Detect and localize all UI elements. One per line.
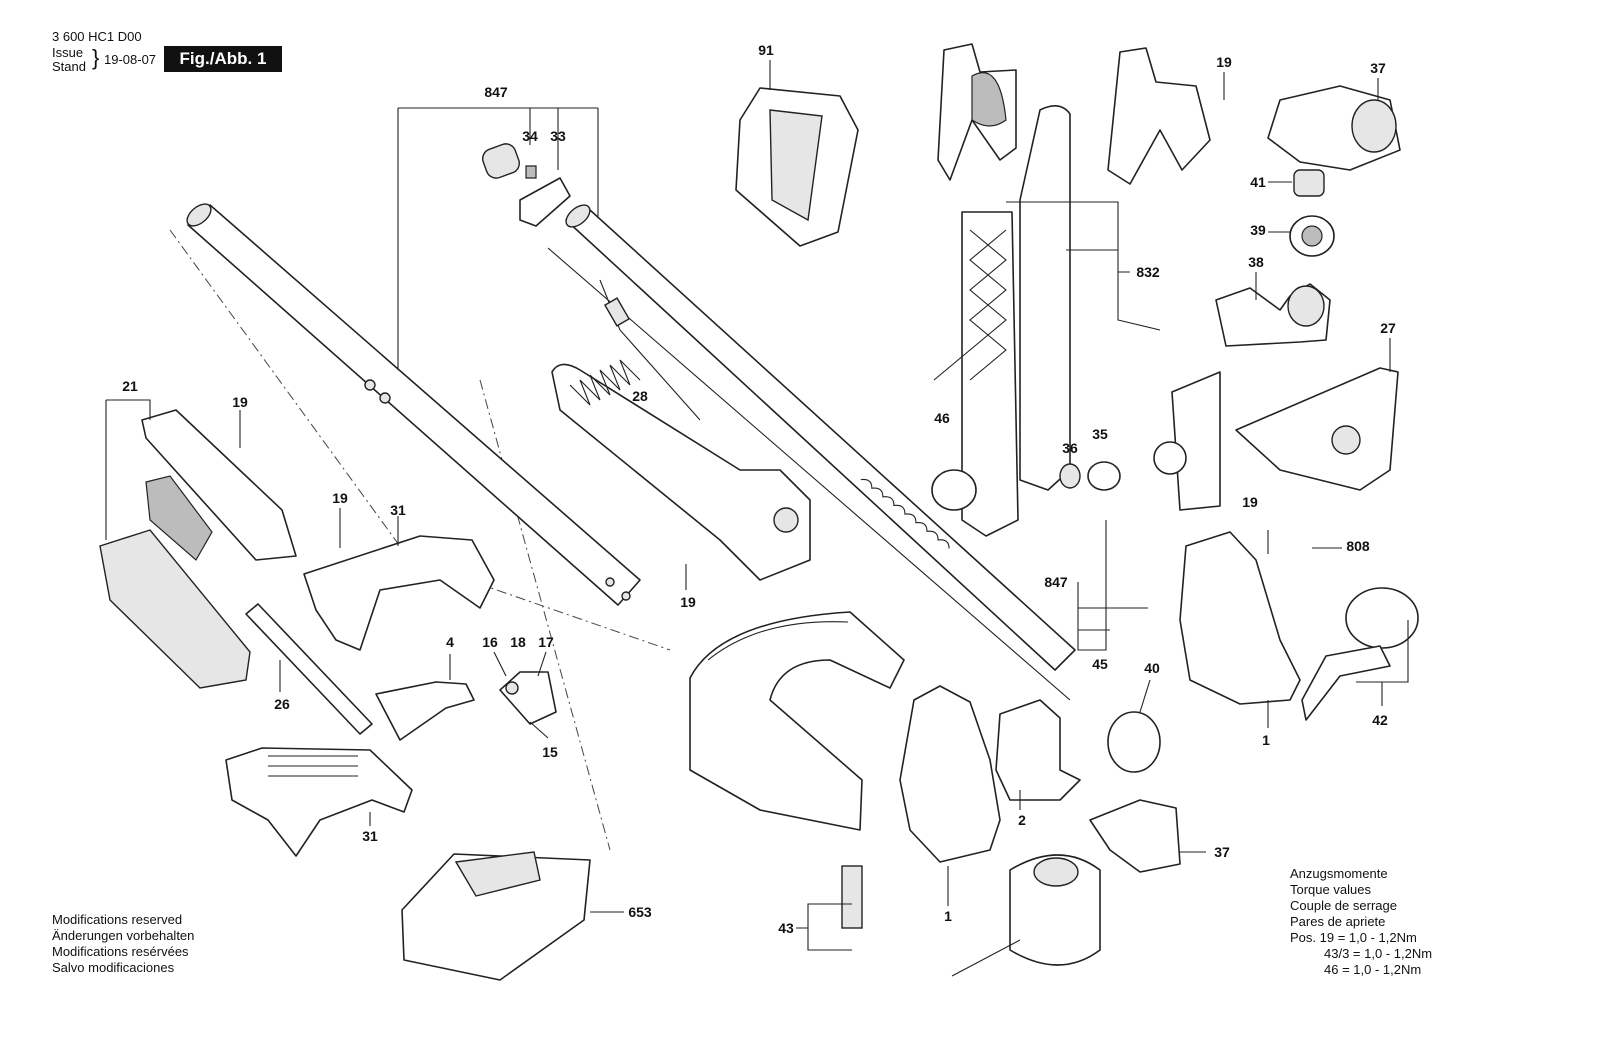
main-handle-part (551, 359, 811, 581)
modifications-line: Modifications reserved (52, 912, 183, 927)
part-label-832: 832 (1136, 264, 1160, 280)
grip-shell-part (937, 43, 1211, 185)
part-label-653: 653 (628, 904, 652, 920)
issue-label: Issue (52, 45, 84, 60)
part-label-37: 37 (1370, 60, 1386, 76)
part-label-19: 19 (1242, 494, 1258, 510)
part-label-18: 18 (510, 634, 526, 650)
part-label-40: 40 (1144, 660, 1160, 676)
part-label-16: 16 (482, 634, 498, 650)
part-label-17: 17 (538, 634, 554, 650)
guard-cover-part (1153, 367, 1399, 511)
modifications-line: Änderungen vorbehalten (52, 928, 195, 943)
part-label-19: 19 (1216, 54, 1232, 70)
torque-row: Pos. 19 = 1,0 - 1,2Nm (1290, 930, 1417, 945)
part-label-26: 26 (274, 696, 290, 712)
part-label-33: 33 (550, 128, 566, 144)
part-label-36: 36 (1062, 440, 1078, 456)
part-label-41: 41 (1250, 174, 1266, 190)
torque-values-note: Anzugsmomente Torque values Couple de se… (1290, 866, 1432, 978)
part-label-1: 1 (944, 908, 952, 924)
part-label-27: 27 (1380, 320, 1396, 336)
lower-housing-part (1179, 531, 1419, 721)
part-label-91: 91 (758, 42, 774, 58)
assembly-line (479, 379, 611, 851)
part-label-31: 31 (362, 828, 378, 844)
part-label-46: 46 (934, 410, 950, 426)
part-label-4: 4 (446, 634, 454, 650)
charger-part (401, 851, 591, 981)
grass-guard-part (689, 611, 905, 929)
stand-label: Stand (52, 59, 86, 74)
torque-title: Pares de apriete (1290, 914, 1386, 929)
part-label-15: 15 (542, 744, 558, 760)
part-label-37: 37 (1214, 844, 1230, 860)
modifications-line: Salvo modificaciones (52, 960, 175, 975)
trigger-part (375, 671, 557, 741)
assembly-line (169, 229, 671, 651)
auxiliary-handle-part (225, 535, 495, 857)
lower-tube-part (547, 204, 1076, 701)
part-label-847: 847 (1044, 574, 1068, 590)
part-label-19: 19 (680, 594, 696, 610)
part-label-21: 21 (122, 378, 138, 394)
spool-head-part (1009, 711, 1181, 966)
figure-title: Fig./Abb. 1 (164, 46, 282, 72)
upper-tube-part (186, 203, 641, 606)
part-label-34: 34 (522, 128, 538, 144)
part-label-1: 1 (1262, 732, 1270, 748)
part-label-39: 39 (1250, 222, 1266, 238)
part-label-19: 19 (332, 490, 348, 506)
issue-date: 19-08-07 (104, 52, 157, 67)
motor-housing-part (899, 685, 1081, 863)
modifications-line: Modifications resérvées (52, 944, 189, 959)
document-number: 3 600 HC1 D00 (52, 29, 142, 44)
part-label-43: 43 (778, 920, 794, 936)
part-label-35: 35 (1092, 426, 1108, 442)
part-label-42: 42 (1372, 712, 1388, 728)
modifications-note: Modifications reserved Änderungen vorbeh… (52, 912, 194, 976)
clamp-ring-part (931, 461, 1121, 511)
part-label-31: 31 (390, 502, 406, 518)
cable-part (599, 279, 701, 421)
battery-pack-part (735, 87, 859, 247)
part-label-38: 38 (1248, 254, 1264, 270)
torque-row: 46 = 1,0 - 1,2Nm (1324, 962, 1422, 977)
part-label-28: 28 (632, 388, 648, 404)
torque-row: 43/3 = 1,0 - 1,2Nm (1324, 946, 1433, 961)
tube-cap-part (482, 143, 571, 227)
part-label-2: 2 (1018, 812, 1026, 828)
part-label-808: 808 (1346, 538, 1370, 554)
torque-title: Anzugsmomente (1290, 866, 1388, 881)
battery-housing-part (99, 409, 373, 735)
brace: } (92, 45, 100, 70)
spool-housing-part (1215, 85, 1401, 347)
cable-sleeve-part (603, 297, 631, 327)
torque-title: Couple de serrage (1290, 898, 1397, 913)
leader-lines (105, 60, 1409, 977)
torque-title: Torque values (1290, 882, 1371, 897)
part-label-19: 19 (232, 394, 248, 410)
part-label-847: 847 (484, 84, 508, 100)
part-label-45: 45 (1092, 656, 1108, 672)
